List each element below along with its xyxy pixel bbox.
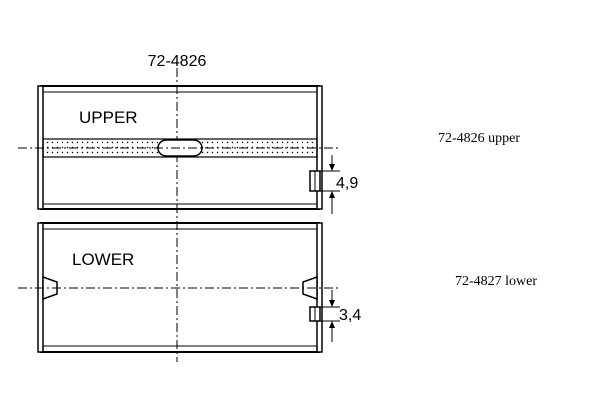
upper-caption: 72-4826 upper [438, 131, 520, 146]
upper-label: UPPER [79, 108, 138, 127]
lower-label: LOWER [72, 250, 134, 269]
part-number-title: 72-4826 [148, 53, 207, 70]
upper-dim-arrowhead-top [329, 164, 335, 171]
lower-shell: LOWER 3,4 [18, 222, 361, 353]
upper-shell: UPPER 4,9 [18, 85, 358, 214]
upper-dim-arrowhead-bottom [329, 191, 335, 198]
lower-dimension-value: 3,4 [339, 307, 361, 324]
lower-left-oil-hole [42, 275, 58, 301]
upper-dimension-value: 4,9 [336, 175, 358, 192]
lower-caption: 72-4827 lower [455, 274, 537, 289]
lower-dim-arrowhead-bottom [329, 321, 335, 328]
lower-dim-arrowhead-top [329, 300, 335, 307]
